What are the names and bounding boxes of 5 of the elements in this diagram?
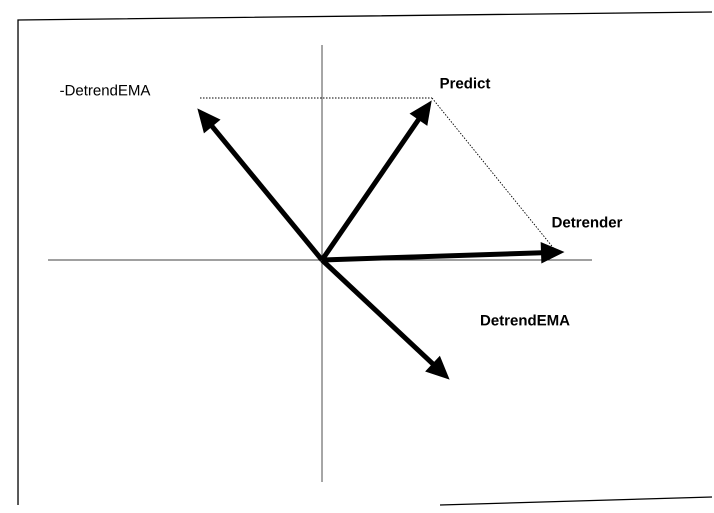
dotted-line <box>432 98 556 250</box>
vector-label: DetrendEMA <box>481 314 570 326</box>
vector-label: Detrender <box>552 216 622 228</box>
vector-label: -DetrendEMA <box>60 84 150 96</box>
vector-label: Predict <box>440 78 490 88</box>
